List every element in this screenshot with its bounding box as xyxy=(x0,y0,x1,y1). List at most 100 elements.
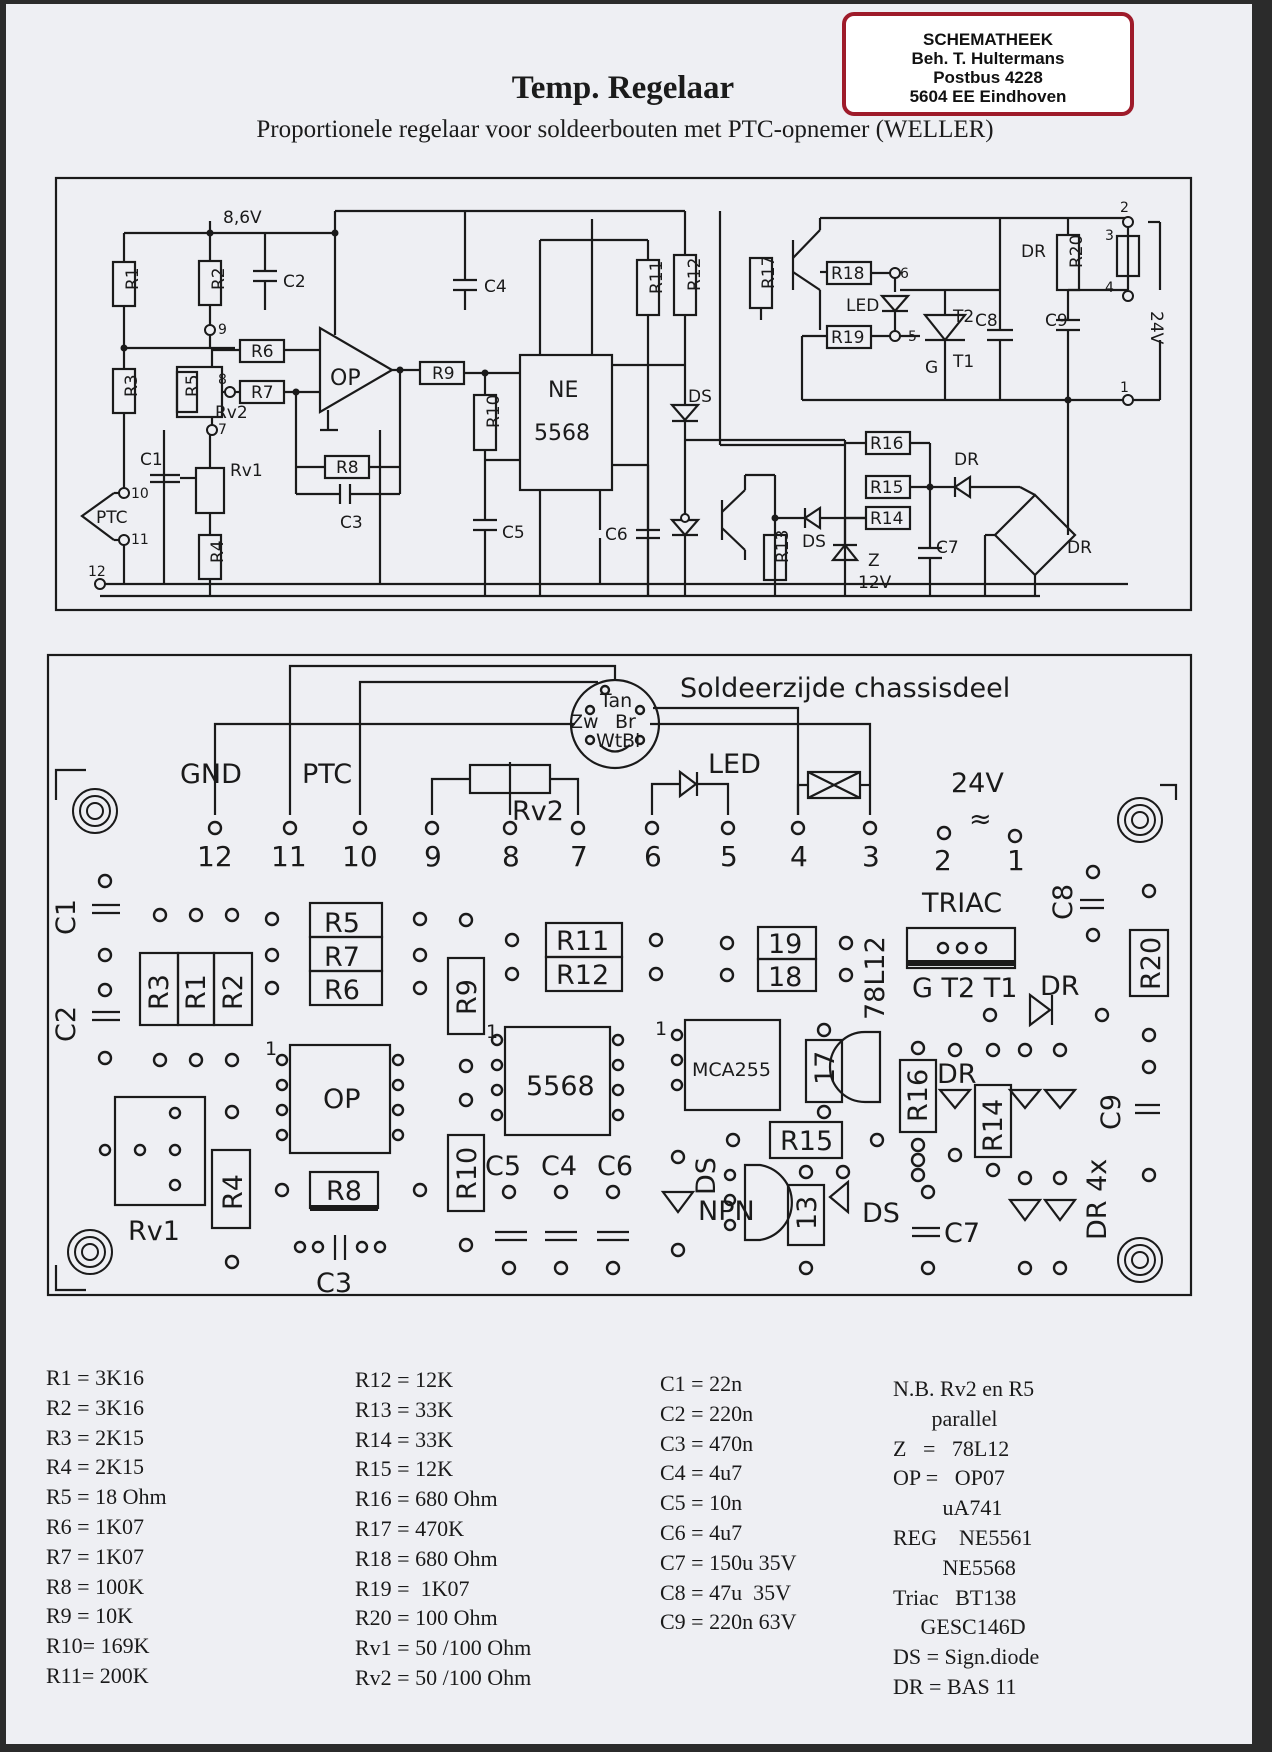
component-layout: Soldeerzijde chassisdeel GND PTC Rv2 LED… xyxy=(46,653,1193,1299)
c9-label: C9 xyxy=(1045,311,1068,331)
triac-block xyxy=(905,926,1017,970)
r18-label: R18 xyxy=(831,264,864,284)
r18-block xyxy=(756,957,818,993)
opamp-symbol xyxy=(318,326,395,414)
dr4x-label: DR 4x xyxy=(1082,1159,1113,1240)
parts-list-notes: N.B. Rv2 en R5 parallel Z = 78L12 OP = O… xyxy=(893,1374,1039,1702)
gnd-label: GND xyxy=(180,759,242,790)
op-pin1-label: 1 xyxy=(265,1038,277,1060)
pin-label-12: 12 xyxy=(88,564,106,580)
r17-panel-label: 17 xyxy=(810,1051,841,1085)
scan-edge xyxy=(1252,0,1272,1752)
c3-label: C3 xyxy=(340,513,363,533)
ds-diode-2-symbol xyxy=(803,505,822,531)
parts-entry: R16 = 680 Ohm xyxy=(355,1486,498,1512)
parts-list-col2: R12 = 12K R13 = 33K R14 = 33K R15 = 12K … xyxy=(355,1365,531,1693)
c3-panel-label: C3 xyxy=(316,1268,352,1299)
r13-panel-label: 13 xyxy=(792,1196,823,1230)
ac-symbol: ≈ xyxy=(969,804,992,835)
parts-entry: R18 = 680 Ohm xyxy=(355,1545,498,1571)
parts-entry: R20 = 100 Ohm xyxy=(355,1605,498,1631)
r11-panel-label: R11 xyxy=(556,926,609,957)
r7-panel-label: R7 xyxy=(324,942,360,973)
triac-pins-label: G T2 T1 xyxy=(912,973,1017,1004)
pin-label-6: 6 xyxy=(900,266,909,282)
panel-pin-1: 1 xyxy=(1007,844,1025,877)
sheet xyxy=(6,4,1252,1744)
panel-pin-9: 9 xyxy=(424,840,442,873)
r2-block xyxy=(212,951,254,1027)
pin-number-row: 12 11 10 9 8 7 6 5 4 3 2 1 xyxy=(197,840,1025,877)
r12-label: R12 xyxy=(685,258,705,291)
panel-pin-8: 8 xyxy=(502,840,520,873)
c1-label: C1 xyxy=(140,450,163,470)
parts-entry: R7 = 1K07 xyxy=(46,1543,144,1569)
ds-panel-label: DS xyxy=(862,1198,900,1229)
r10-label: R10 xyxy=(484,395,504,428)
parts-entry: R12 = 12K xyxy=(355,1367,453,1392)
schematic-frame xyxy=(54,176,1193,612)
notes-entry: OP = OP07 xyxy=(893,1465,1005,1491)
stamp-line-2: Beh. T. Hultermans xyxy=(911,49,1065,68)
c2-panel-label: C2 xyxy=(51,1006,82,1042)
r16-label: R16 xyxy=(870,434,903,454)
r10-panel-label: R10 xyxy=(452,1147,483,1200)
op-ic-label: OP xyxy=(323,1084,361,1115)
connector-tan: Tan xyxy=(599,690,632,712)
r18-panel-label: 18 xyxy=(768,962,802,993)
dr-label-2: DR xyxy=(954,450,979,470)
c8-label: C8 xyxy=(975,311,998,331)
parts-entry: R6 = 1K07 xyxy=(46,1513,144,1539)
r2-label: R2 xyxy=(209,267,229,290)
stamp-line-3: Postbus 4228 xyxy=(933,68,1043,87)
zener-voltage-label: 12V xyxy=(858,573,892,593)
pin-label-5: 5 xyxy=(908,329,917,345)
c7-panel-label: C7 xyxy=(944,1218,980,1249)
r5-panel-label: R5 xyxy=(324,908,360,939)
ic-label-line1: NE xyxy=(548,378,578,403)
r13-block xyxy=(786,1183,826,1247)
notes-entry: Triac BT138 xyxy=(893,1584,1017,1610)
layout-title: Soldeerzijde chassisdeel xyxy=(680,673,1010,704)
r1-label: R1 xyxy=(123,267,143,290)
r16-panel-label: R16 xyxy=(903,1069,934,1122)
r6-panel-label: R6 xyxy=(324,975,360,1006)
r4-block xyxy=(210,1148,252,1230)
r15-block xyxy=(768,1120,844,1160)
r4-panel-label: R4 xyxy=(218,1174,249,1210)
dr-label-3: DR xyxy=(1067,538,1092,558)
r14-block xyxy=(973,1083,1013,1159)
c5-label: C5 xyxy=(502,523,525,543)
rv1-symbol xyxy=(194,466,226,515)
r9-block xyxy=(446,956,486,1036)
notes-entry: parallel xyxy=(893,1405,998,1431)
parts-list-col3: C1 = 22n C2 = 220n C3 = 470n C4 = 4u7 C5… xyxy=(660,1369,796,1637)
r1-panel-label: R1 xyxy=(181,974,212,1010)
r20-panel-label: R20 xyxy=(1136,937,1167,990)
r13-label: R13 xyxy=(773,530,793,563)
rv1-label: Rv1 xyxy=(230,461,263,481)
r14-label: R14 xyxy=(870,509,903,529)
r8-label: R8 xyxy=(336,458,359,478)
parts-entry: R2 = 3K16 xyxy=(46,1394,144,1420)
stamp-line-4: 5604 EE Eindhoven xyxy=(909,87,1067,106)
dr-label: DR xyxy=(1021,242,1046,262)
op-ic xyxy=(288,1043,392,1155)
t1-label: T1 xyxy=(952,352,974,372)
pin-label-4: 4 xyxy=(1105,280,1114,296)
r14-panel-label: R14 xyxy=(978,1099,1009,1152)
parts-entry: Rv2 = 50 /100 Ohm xyxy=(355,1664,532,1690)
panel-pin-4: 4 xyxy=(790,840,808,873)
ne5568-ic-label: 5568 xyxy=(526,1071,595,1102)
ds-label: DS xyxy=(688,387,712,407)
c4-panel-label: C4 xyxy=(541,1151,577,1182)
r9-panel-label: R9 xyxy=(452,979,483,1015)
stamp-line-1: SCHEMATHEEK xyxy=(922,30,1054,49)
dr-diode-panel xyxy=(1028,992,1052,1028)
led-label: LED xyxy=(846,296,879,316)
gate-label: G xyxy=(925,358,938,378)
r20-label: R20 xyxy=(1067,235,1087,268)
led-panel-label: LED xyxy=(708,749,761,780)
c5-panel-label: C5 xyxy=(485,1151,521,1182)
r5-symbol xyxy=(175,370,199,414)
